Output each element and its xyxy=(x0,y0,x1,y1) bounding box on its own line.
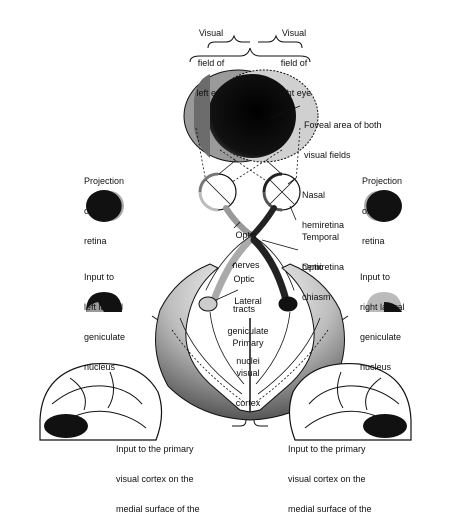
label-input-left-cortex: Input to the primary visual cortex on th… xyxy=(116,424,200,524)
label-visual-field-left-eye: Visual field of left eye xyxy=(186,8,236,108)
eyes xyxy=(200,174,300,210)
label-projection-right-retina: Projection on right retina xyxy=(362,156,402,256)
label-visual-field-right-eye: Visual field of right eye xyxy=(266,8,322,108)
label-optic-chiasm: Optic chiasm xyxy=(302,242,331,312)
left-lgn xyxy=(199,297,217,311)
label-projection-left-retina: Projection on left retina xyxy=(84,156,124,256)
label-primary-visual-cortex: Primary visual cortex xyxy=(226,318,270,418)
label-input-right-cortex: Input to the primary visual cortex on th… xyxy=(288,424,372,524)
label-input-left-lgn: Input to left lateral geniculate nucleus xyxy=(84,252,125,382)
label-input-right-lgn: Input to right lateral geniculate nucleu… xyxy=(360,252,405,382)
right-lgn xyxy=(279,297,297,311)
